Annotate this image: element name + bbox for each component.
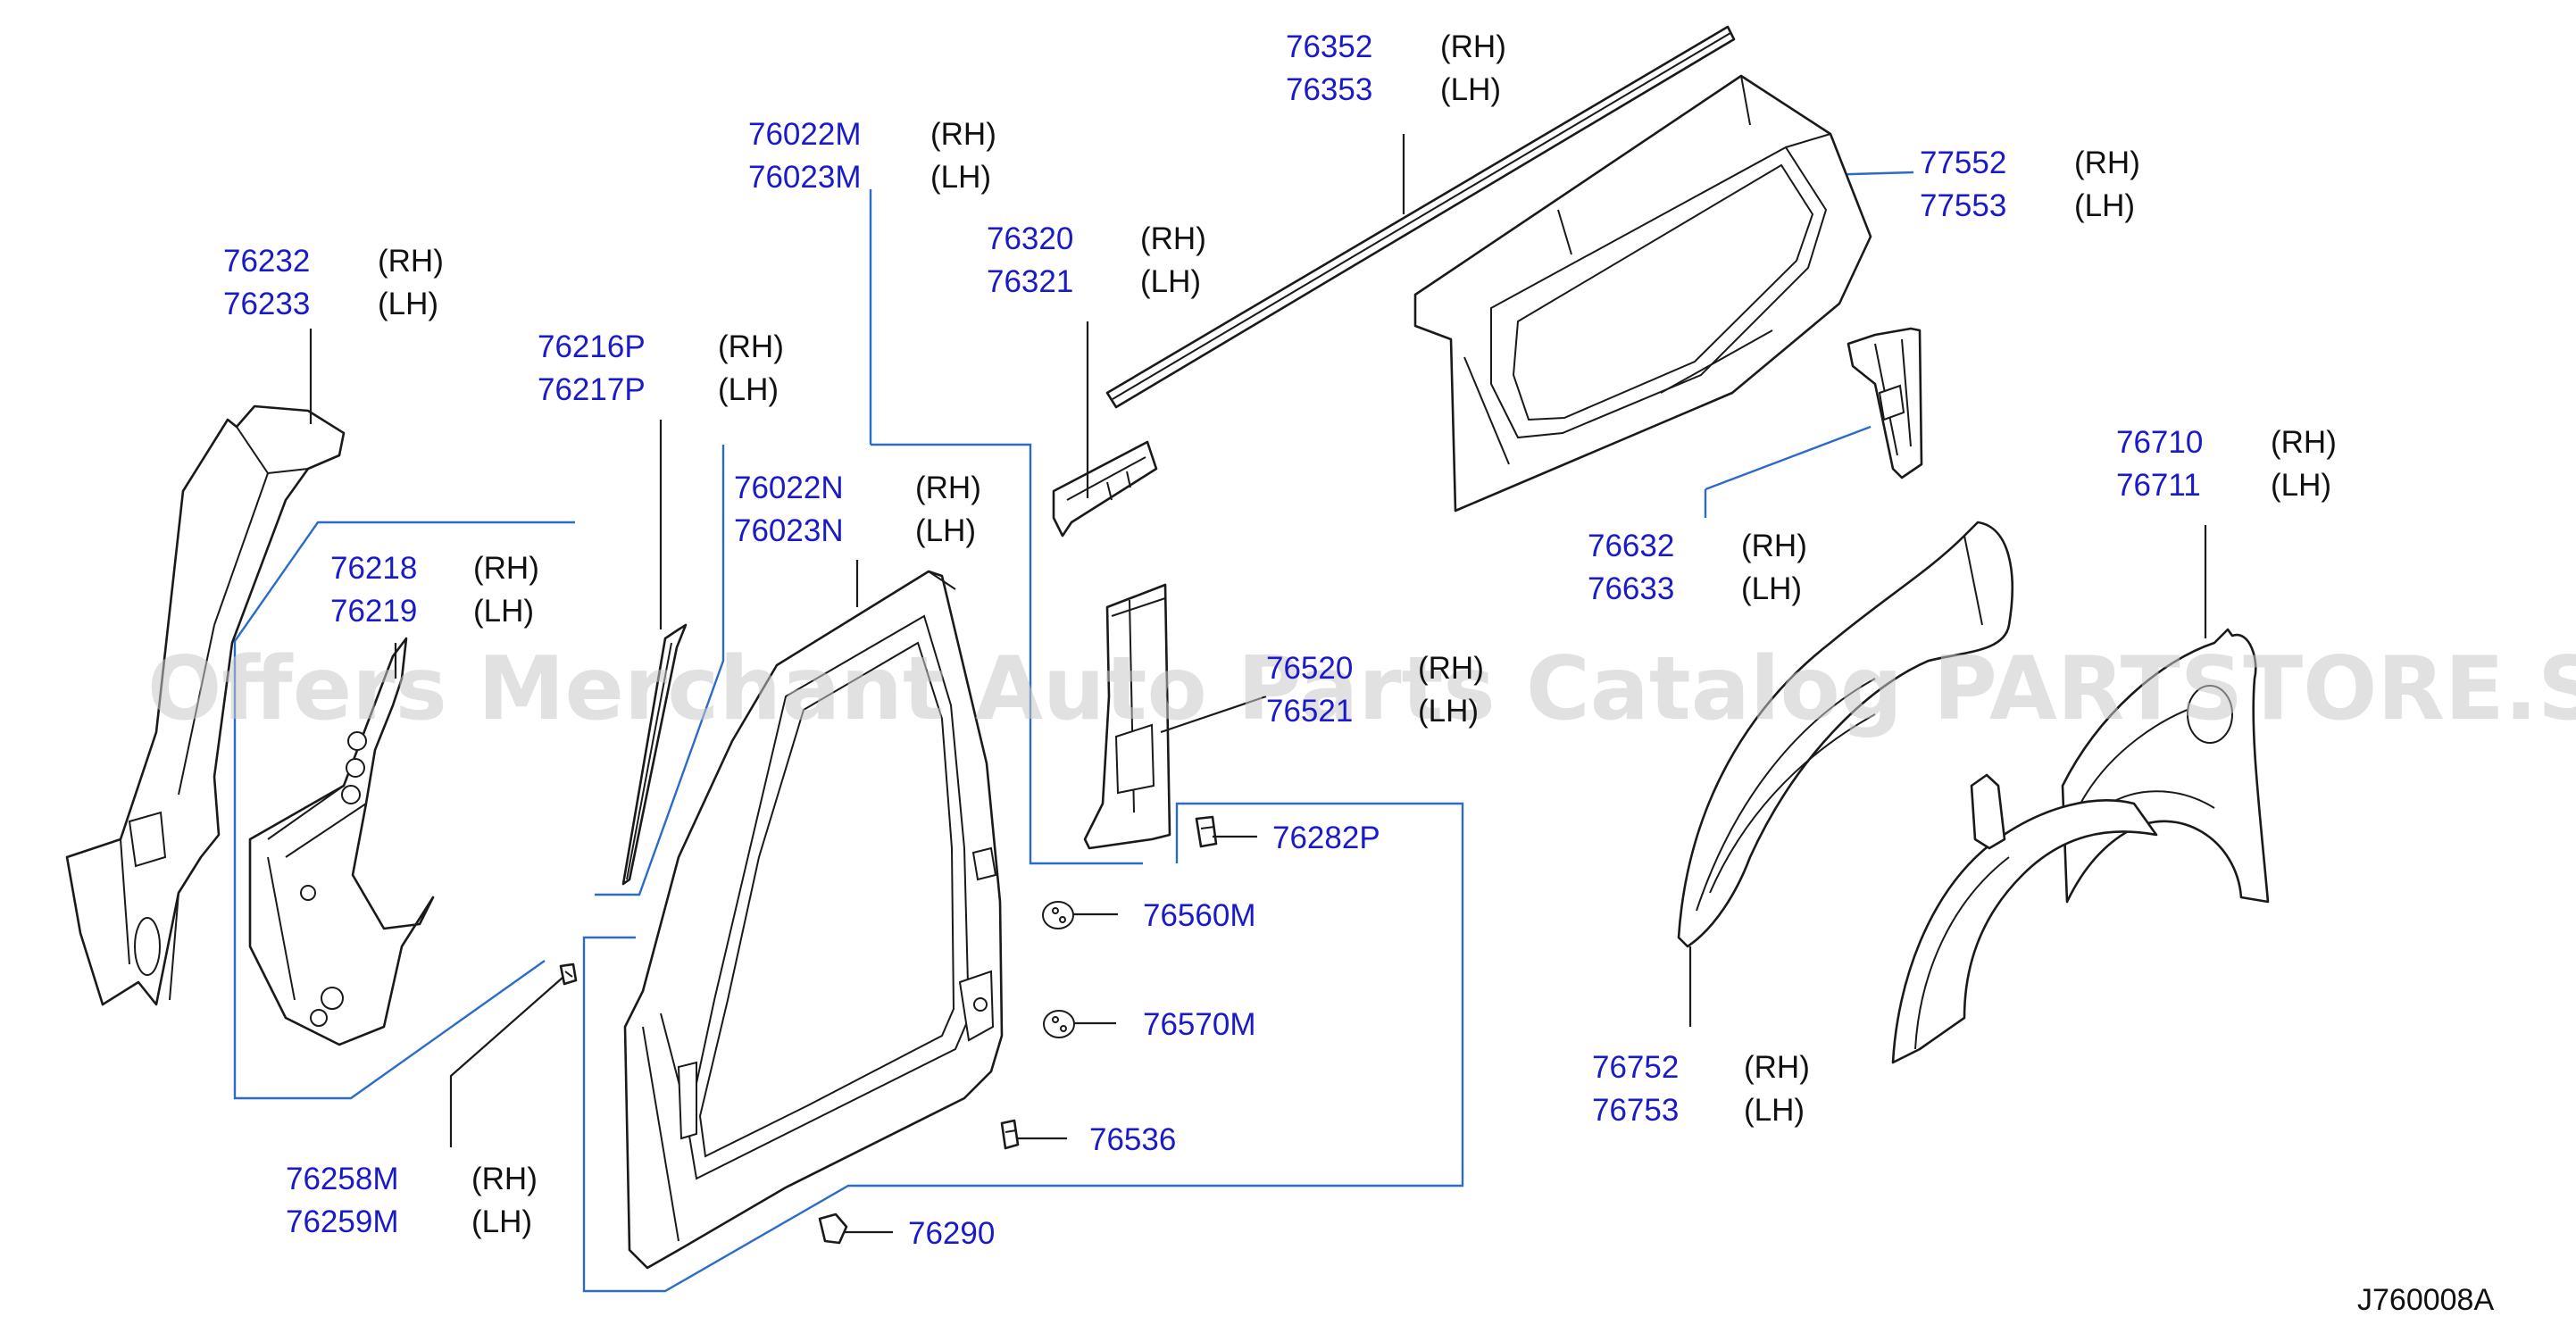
side-marker: (RH): [915, 471, 981, 505]
label-roof-rail-strip: 76352 (RH) 76353 (LH): [1286, 29, 1506, 107]
part-number: 76752: [1592, 1050, 1679, 1085]
watermark: Offers Merchant Auto Parts Catalog PARTS…: [147, 638, 2576, 740]
label-fastener: 76536: [1089, 1122, 1176, 1157]
label-clip-lower: 76258M (RH) 76259M (LH): [286, 1162, 538, 1239]
label-bracket-clip: 76282P: [1272, 821, 1380, 855]
part-number: 76520: [1266, 651, 1353, 686]
side-marker: (RH): [473, 551, 539, 586]
part-number: 76022M: [748, 117, 861, 152]
side-marker: (RH): [2271, 425, 2337, 460]
side-marker: (RH): [930, 117, 996, 152]
side-marker: (RH): [718, 329, 784, 364]
side-marker: (LH): [2271, 468, 2331, 503]
label-retainer: 76290: [908, 1216, 995, 1251]
group-outline-body-side-main: [595, 445, 725, 896]
side-marker: (RH): [1418, 651, 1484, 686]
plug-76560M-part: [1042, 901, 1074, 929]
part-number: 76321: [987, 264, 1073, 299]
group-outline-lower: [582, 802, 1464, 1293]
label-rear-fender: 76710 (RH) 76711 (LH): [2116, 425, 2337, 503]
part-number: 76023M: [748, 160, 861, 195]
leader-76632: [1705, 425, 1872, 491]
side-marker: (RH): [471, 1162, 538, 1196]
part-number: 76710: [2116, 425, 2203, 460]
part-number: 76521: [1266, 694, 1353, 729]
part-number: 76232: [223, 244, 310, 279]
label-front-pillar-outer: 76232 (RH) 76233 (LH): [223, 244, 444, 321]
reinforcement-bracket-part: [1052, 440, 1158, 538]
part-number: 76233: [223, 287, 310, 321]
clip-76258M-part: [559, 962, 578, 986]
side-marker: (RH): [378, 244, 444, 279]
side-marker: (LH): [1418, 694, 1479, 729]
part-number: 76320: [987, 221, 1073, 256]
part-number: 76219: [330, 594, 417, 629]
side-marker: (LH): [718, 372, 779, 407]
bracket-76282P-part: [1195, 815, 1218, 848]
part-number: 76022N: [734, 471, 844, 505]
side-marker: (RH): [1741, 529, 1807, 563]
label-reinforcement-bracket: 76320 (RH) 76321 (LH): [987, 221, 1206, 299]
label-hinge-pillar-inner: 76218 (RH) 76219 (LH): [330, 551, 539, 629]
side-marker: (LH): [1744, 1093, 1805, 1128]
plug-76570M-part: [1043, 1010, 1075, 1038]
part-number: 76258M: [286, 1162, 398, 1196]
label-plug-a: 76560M: [1143, 898, 1255, 933]
windshield-strip-part: [621, 623, 688, 886]
side-marker: (LH): [1140, 264, 1201, 299]
center-pillar-inner-part: [1083, 583, 1171, 850]
side-marker: (LH): [2074, 188, 2135, 223]
part-number: 76632: [1588, 529, 1674, 563]
drawing-code: J760008A: [2357, 1283, 2494, 1317]
side-marker: (RH): [1440, 29, 1506, 64]
side-marker: (RH): [2074, 146, 2140, 180]
hinge-pillar-inner-part: [248, 637, 435, 1046]
leader-76258M: [449, 977, 563, 1147]
side-marker: (LH): [915, 513, 976, 548]
rear-fender-part: [2061, 628, 2270, 904]
fastener-76536-part: [1000, 1119, 1020, 1150]
part-number: 76023N: [734, 513, 844, 548]
rear-pillar-bracket-part: [1847, 327, 1923, 479]
leader-76520: [1160, 695, 1267, 734]
label-center-pillar-inner: 76520 (RH) 76521 (LH): [1266, 651, 1484, 729]
group-outline-hinge-pillar: [233, 521, 575, 1100]
label-rear-pillar-bracket: 76632 (RH) 76633 (LH): [1588, 529, 1807, 606]
label-plug-b: 76570M: [1143, 1007, 1255, 1042]
label-body-side-outer: 76022N (RH) 76023N (LH): [734, 471, 981, 548]
wheelhouse-inner-part: [1891, 773, 2158, 1064]
roof-rail-strip-part: [1105, 25, 1736, 409]
side-marker: (LH): [471, 1204, 532, 1239]
front-pillar-outer-part: [65, 404, 346, 1006]
part-number: 76216P: [538, 329, 646, 364]
part-number: 76217P: [538, 372, 646, 407]
label-wheel-house-outer: 76752 (RH) 76753 (LH): [1592, 1050, 1810, 1128]
group-outline-body-side: [871, 443, 1143, 865]
side-marker: (RH): [1140, 221, 1206, 256]
part-number: 77553: [1920, 188, 2006, 223]
part-number: 76259M: [286, 1204, 398, 1239]
label-windshield-strip: 76216P (RH) 76217P (LH): [538, 329, 784, 407]
part-number: 76711: [2116, 468, 2201, 503]
part-number: 77552: [1920, 146, 2006, 180]
side-marker: (LH): [378, 287, 438, 321]
part-number: 76753: [1592, 1093, 1679, 1128]
retainer-76290-part: [818, 1212, 848, 1245]
part-number: 76633: [1588, 571, 1674, 606]
wheel-house-outer-part: [1677, 521, 2013, 948]
side-marker: (RH): [1744, 1050, 1810, 1085]
side-marker: (LH): [1741, 571, 1802, 606]
label-pillar-outer-upper: 76022M (RH) 76023M (LH): [748, 117, 996, 195]
label-rear-window-frame: 77552 (RH) 77553 (LH): [1920, 146, 2140, 223]
rear-window-frame-part: [1413, 74, 1872, 512]
part-number: 76352: [1286, 29, 1372, 64]
side-marker: (LH): [930, 160, 991, 195]
part-number: 76218: [330, 551, 417, 586]
body-side-outer-part: [623, 570, 1004, 1270]
side-marker: (LH): [473, 594, 534, 629]
side-marker: (LH): [1440, 72, 1501, 107]
part-number: 76353: [1286, 72, 1372, 107]
